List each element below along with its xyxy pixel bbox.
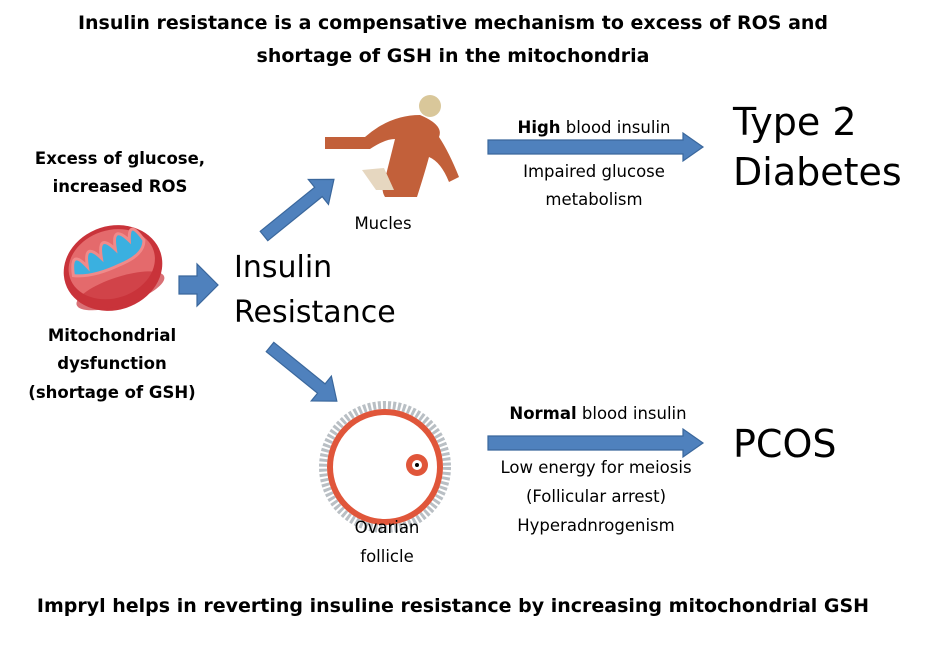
outcome-type2-line-1: Type 2 (732, 100, 857, 144)
mito-line-1: Mitochondrial (48, 326, 176, 345)
top-below-line-1: Impaired glucose (523, 162, 665, 181)
mitochondrion-icon (63, 225, 165, 311)
title-line-2: shortage of GSH in the mitochondria (257, 45, 650, 67)
title-line-1: Insulin resistance is a compensative mec… (78, 12, 828, 34)
arrow-to-diabetes-icon (487, 131, 705, 163)
arrow-right-icon (178, 262, 219, 308)
arrow-to-pcos-icon (487, 427, 705, 459)
muscle-figure-icon (325, 95, 459, 197)
muscles-label: Mucles (354, 214, 411, 233)
cause-line-2: increased ROS (53, 177, 188, 196)
mito-line-3: (shortage of GSH) (28, 383, 195, 402)
outcome-pcos: PCOS (733, 422, 836, 466)
insulin-resistance-line-2: Resistance (234, 295, 396, 330)
arrow-up-right-icon (259, 178, 335, 242)
mito-line-2: dysfunction (57, 354, 166, 373)
top-arrow-label: High blood insulin (518, 118, 671, 137)
arrow-down-right-icon (265, 341, 338, 402)
top-below-line-2: metabolism (545, 190, 642, 209)
follicle-line-1: Ovarian (355, 518, 420, 537)
outcome-type2-line-2: Diabetes (733, 150, 902, 194)
follicle-line-2: follicle (360, 547, 413, 566)
bottom-below-line-2: (Follicular arrest) (526, 487, 666, 506)
bottom-below-line-1: Low energy for meiosis (500, 458, 691, 477)
cause-line-1: Excess of glucose, (35, 149, 205, 168)
footer-text: Impryl helps in reverting insuline resis… (37, 595, 869, 617)
bottom-arrow-label: Normal blood insulin (509, 404, 686, 423)
ovarian-follicle-icon (319, 401, 451, 533)
insulin-resistance-line-1: Insulin (234, 250, 332, 285)
bottom-below-line-3: Hyperadnrogenism (517, 516, 674, 535)
